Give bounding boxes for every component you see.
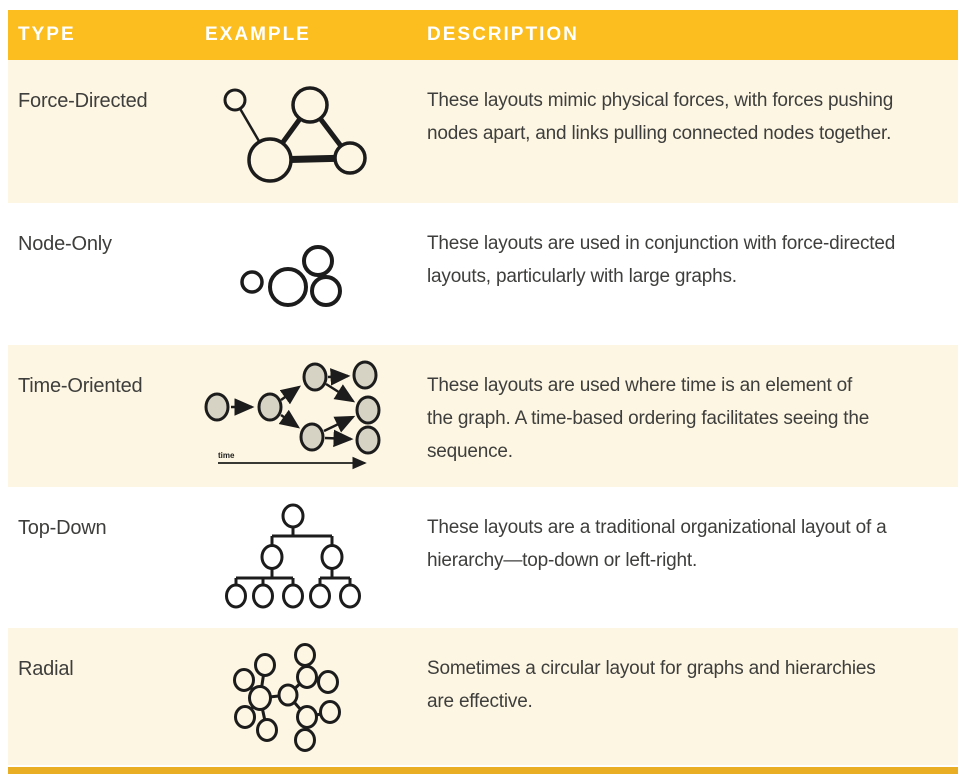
row-description: Sometimes a circular layout for graphs a…: [427, 658, 876, 712]
table-row: Time-Oriented: [8, 345, 958, 487]
row-description: These layouts are used in conjunction wi…: [427, 233, 896, 287]
header-type: TYPE: [18, 24, 76, 45]
row-type-label: Radial: [18, 658, 74, 680]
radial-graph-icon: [233, 643, 341, 752]
node-only-cluster-icon: [240, 245, 342, 307]
header-example: EXAMPLE: [205, 24, 311, 45]
row-type-label: Time-Oriented: [18, 375, 143, 397]
row-type-label: Node-Only: [18, 233, 112, 255]
time-axis-label: time: [218, 451, 235, 460]
table-bottom-rule: [8, 767, 958, 774]
header-description: DESCRIPTION: [427, 24, 579, 45]
table-row: Top-Down These layouts are a traditional…: [8, 487, 958, 628]
time-oriented-graph-icon: time: [204, 360, 381, 470]
table-header-row: TYPE EXAMPLE DESCRIPTION: [8, 10, 958, 60]
table-row: Node-Only These layouts are used in conj…: [8, 203, 958, 345]
row-type-label: Top-Down: [18, 517, 107, 539]
row-description: These layouts are used where time is an …: [427, 375, 870, 462]
row-type-label: Force-Directed: [18, 90, 148, 112]
row-description: These layouts mimic physical forces, wit…: [427, 90, 894, 144]
row-description: These layouts are a traditional organiza…: [427, 517, 887, 571]
layout-types-table: TYPE EXAMPLE DESCRIPTION Force-Directed …: [8, 10, 958, 774]
force-directed-graph-icon: [223, 86, 367, 183]
table-row: Radial: [8, 628, 958, 765]
top-down-tree-icon: [225, 503, 361, 609]
table-row: Force-Directed These layouts mimic physi…: [8, 60, 958, 203]
